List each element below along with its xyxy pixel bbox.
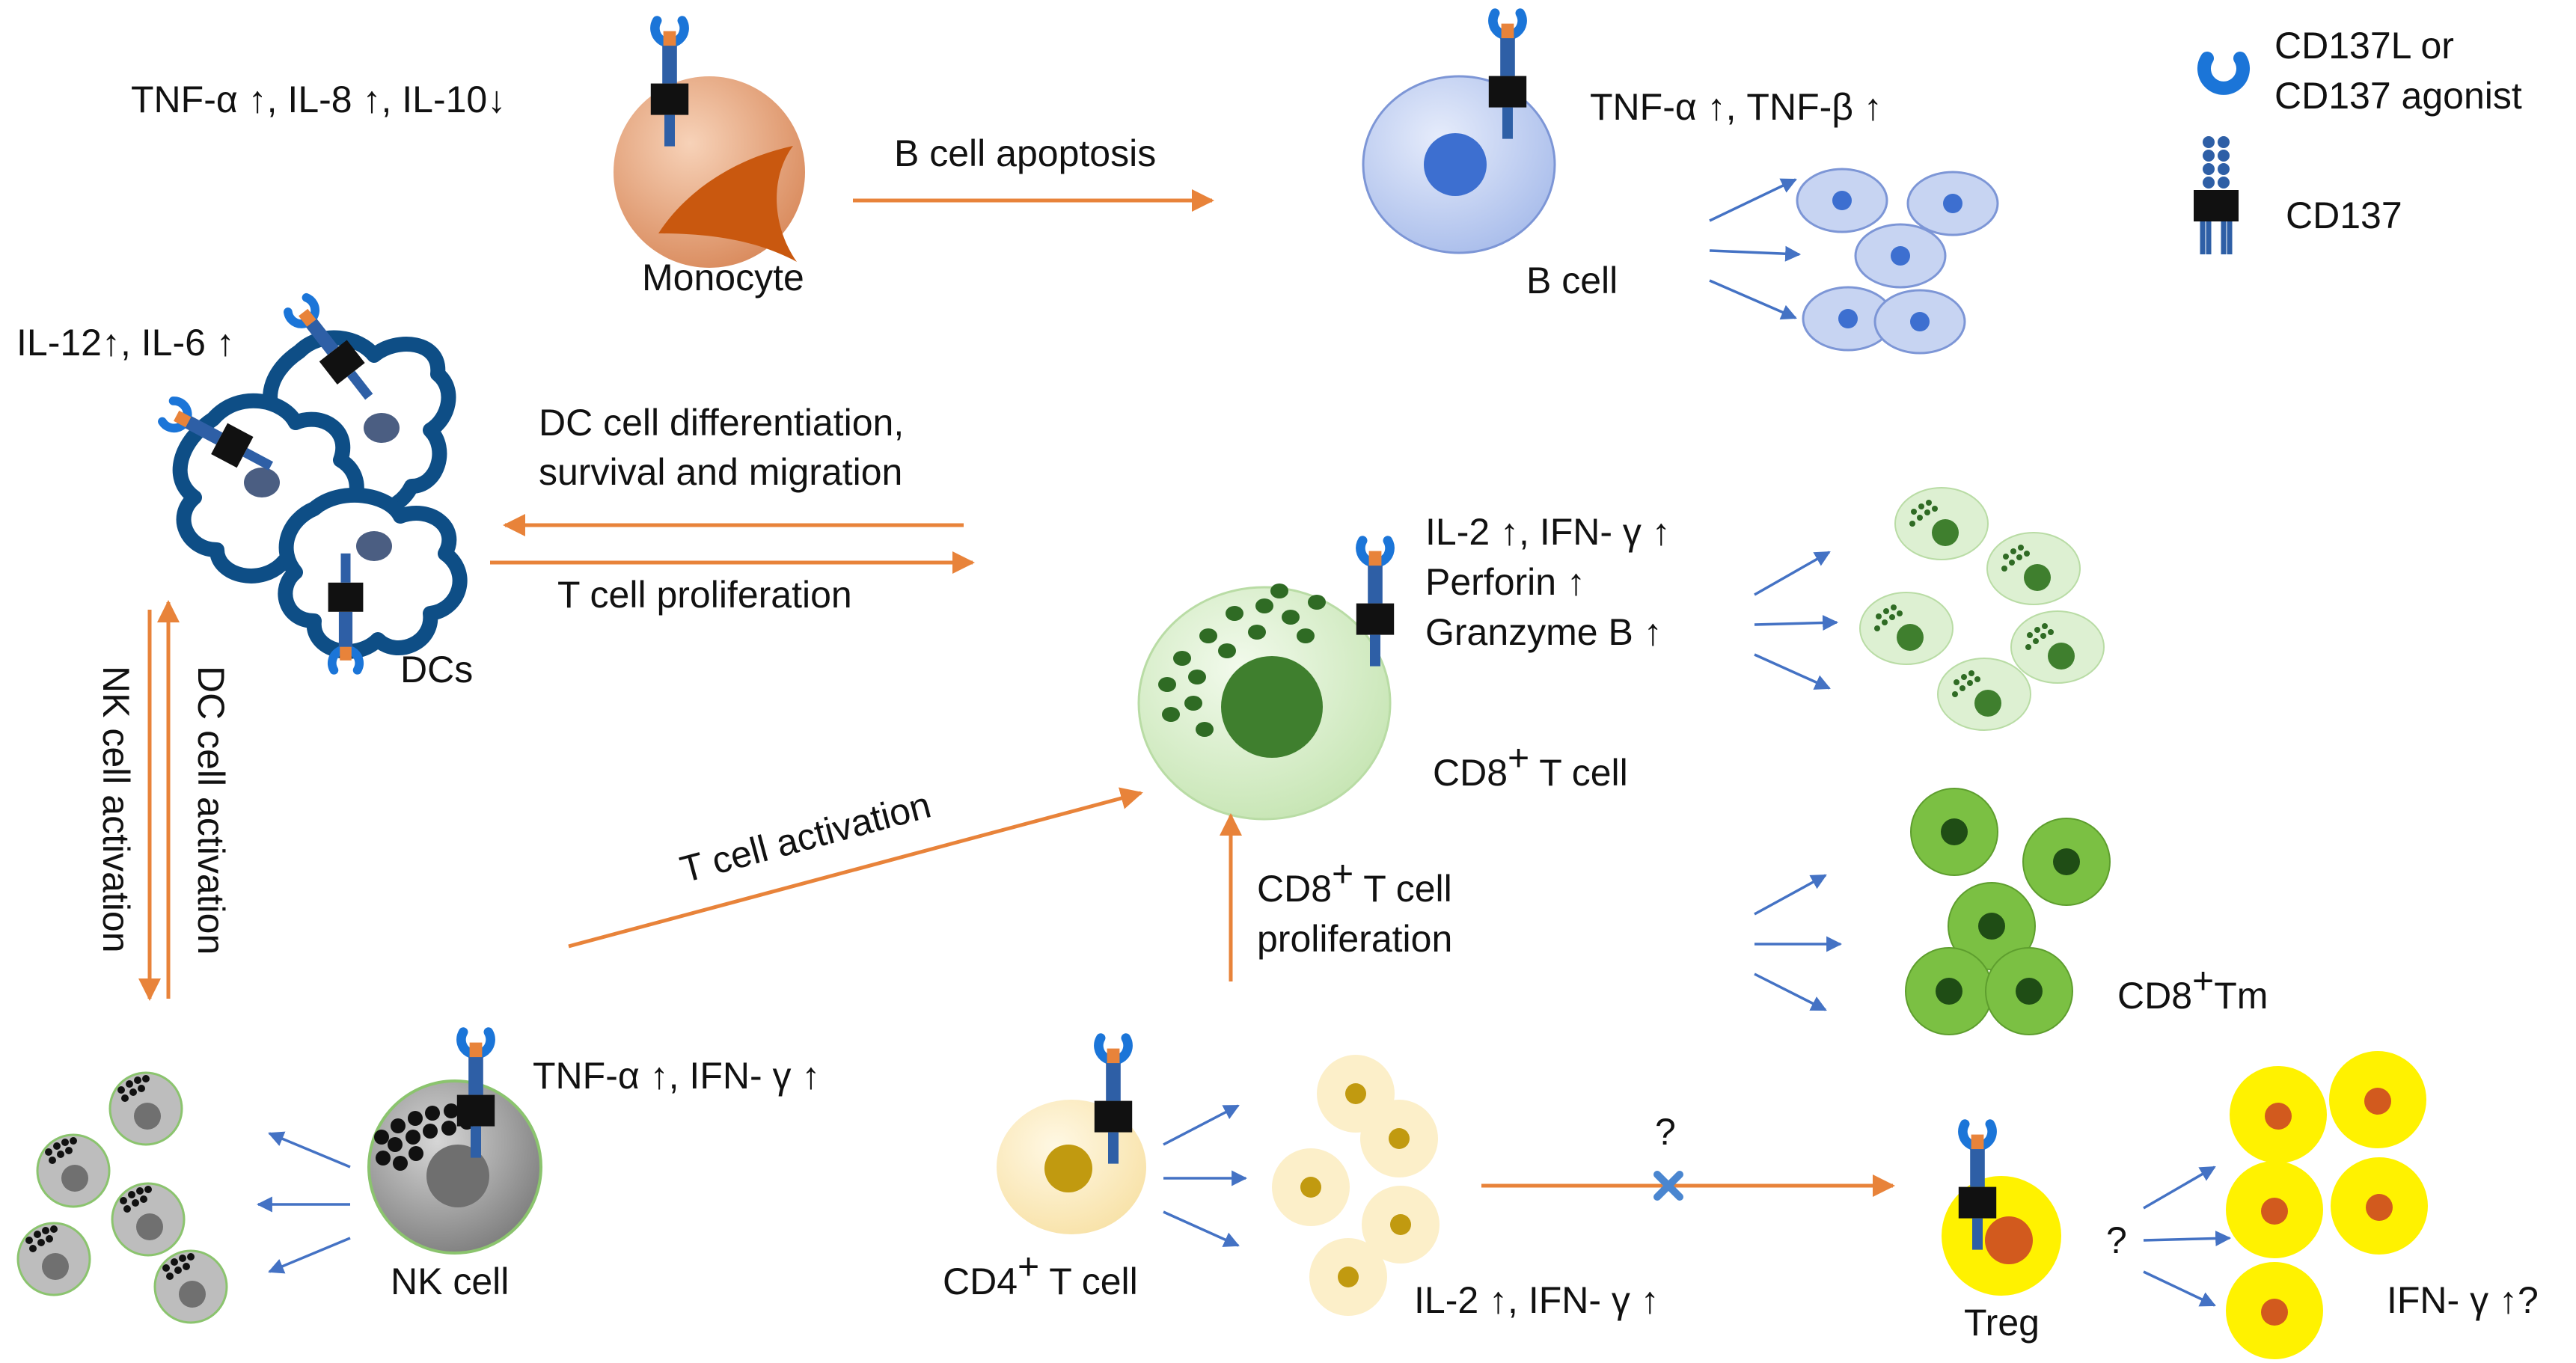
cd8-cytokines-line2: Perforin ↑ — [1425, 561, 1585, 603]
treg-question-mark: ? — [2106, 1219, 2127, 1261]
dcs-label: DCs — [400, 649, 473, 690]
treg-label: Treg — [1964, 1302, 2040, 1344]
monocyte: TNF-α ↑, IL-8 ↑, IL-10↓ Monocyte — [131, 21, 805, 298]
nk-proliferation-arrows — [256, 1131, 351, 1274]
cd4-proliferation-arrows — [1163, 1104, 1248, 1247]
cd4-t-cell-nucleus — [1044, 1145, 1092, 1192]
t-cell-activation-arrow — [568, 787, 1143, 949]
dcs-cytokines: IL-12↑, IL-6 ↑ — [16, 322, 235, 364]
cd8-granules — [1158, 584, 1326, 737]
nk-cell-activation-label: NK cell activation — [95, 666, 137, 953]
legend: CD137L or CD137 agonist CD137 — [2194, 25, 2522, 254]
cd8-effector-arrows — [1754, 551, 1839, 690]
cd8-cytokines-line3: Granzyme B ↑ — [1425, 611, 1662, 653]
ligand-legend-icon — [2197, 52, 2250, 95]
cd8-t-cell: IL-2 ↑, IFN- γ ↑ Perforin ↑ Granzyme B ↑… — [1137, 511, 1671, 821]
nk-daughter-cells — [16, 1071, 228, 1324]
cd8-proliferation-label-line2: proliferation — [1257, 918, 1452, 960]
cd8-memory-arrows — [1754, 874, 1843, 1011]
nk-granules — [374, 1103, 492, 1171]
cd8-cytokines-line1: IL-2 ↑, IFN- γ ↑ — [1425, 511, 1671, 553]
dc-differentiation-label-line2: survival and migration — [539, 451, 902, 493]
b-cell-cytokines: TNF-α ↑, TNF-β ↑ — [1590, 86, 1882, 128]
cd4-t-cell: CD4+ T cell IL-2 ↑, IFN- γ ↑ — [943, 1038, 1659, 1321]
cd8-memory-cells — [1905, 788, 2111, 1035]
cd4-cytokines: IL-2 ↑, IFN- γ ↑ — [1414, 1279, 1659, 1321]
nk-cell-nucleus — [426, 1145, 489, 1207]
cd4-daughter-cells — [1272, 1055, 1440, 1316]
b-cell-apoptosis-label: B cell apoptosis — [894, 132, 1156, 174]
monocyte-nucleus — [658, 146, 797, 262]
b-cell: TNF-α ↑, TNF-β ↑ B cell — [1362, 13, 1999, 355]
monocyte-label: Monocyte — [642, 257, 804, 298]
cd8-tm-label: CD8+Tm — [2117, 960, 2268, 1017]
b-cell-label: B cell — [1526, 260, 1618, 301]
cd8-effector-daughter-cells — [1859, 487, 2105, 731]
dendritic-cells: IL-12↑, IL-6 ↑ DCs — [16, 294, 473, 690]
cd137-legend-icon — [2194, 136, 2239, 254]
cd8-proliferation-label-line1: CD8+ T cell — [1257, 853, 1452, 910]
treg-cell: Treg ? IFN- γ ↑? — [1942, 1051, 2539, 1359]
treg-cell-nucleus — [1985, 1216, 2033, 1264]
treg-proliferation-arrows — [2143, 1166, 2232, 1307]
dc-cell-lower — [278, 487, 468, 659]
monocyte-cytokines: TNF-α ↑, IL-8 ↑, IL-10↓ — [131, 79, 506, 120]
t-cell-activation-label: T cell activation — [676, 784, 934, 891]
treg-cytokines: IFN- γ ↑? — [2387, 1279, 2539, 1321]
cd4-t-cell-label: CD4+ T cell — [943, 1246, 1138, 1302]
nk-cell: TNF-α ↑, IFN- γ ↑ NK cell — [16, 1032, 820, 1324]
b-cell-proliferation-arrows — [1709, 178, 1802, 320]
nk-cytokines: TNF-α ↑, IFN- γ ↑ — [533, 1055, 820, 1097]
legend-receptor-label: CD137 — [2286, 195, 2402, 236]
cd8-t-cell-nucleus — [1221, 656, 1323, 758]
t-cell-proliferation-label: T cell proliferation — [557, 574, 852, 616]
dc-differentiation-label-line1: DC cell differentiation, — [539, 402, 904, 444]
b-cell-daughter-cells — [1796, 168, 1999, 355]
legend-ligand-label-line1: CD137L or — [2274, 25, 2454, 67]
cd8-t-cell-label: CD8+ T cell — [1433, 737, 1628, 794]
treg-daughter-cells — [2226, 1051, 2428, 1359]
legend-ligand-label-line2: CD137 agonist — [2274, 75, 2522, 117]
b-cell-nucleus — [1424, 133, 1487, 196]
inhibition-x-icon — [1653, 1171, 1683, 1201]
treg-inhibition-question: ? — [1655, 1111, 1676, 1153]
dc-cell-activation-label: DC cell activation — [190, 666, 232, 955]
nk-cell-label: NK cell — [391, 1261, 509, 1302]
